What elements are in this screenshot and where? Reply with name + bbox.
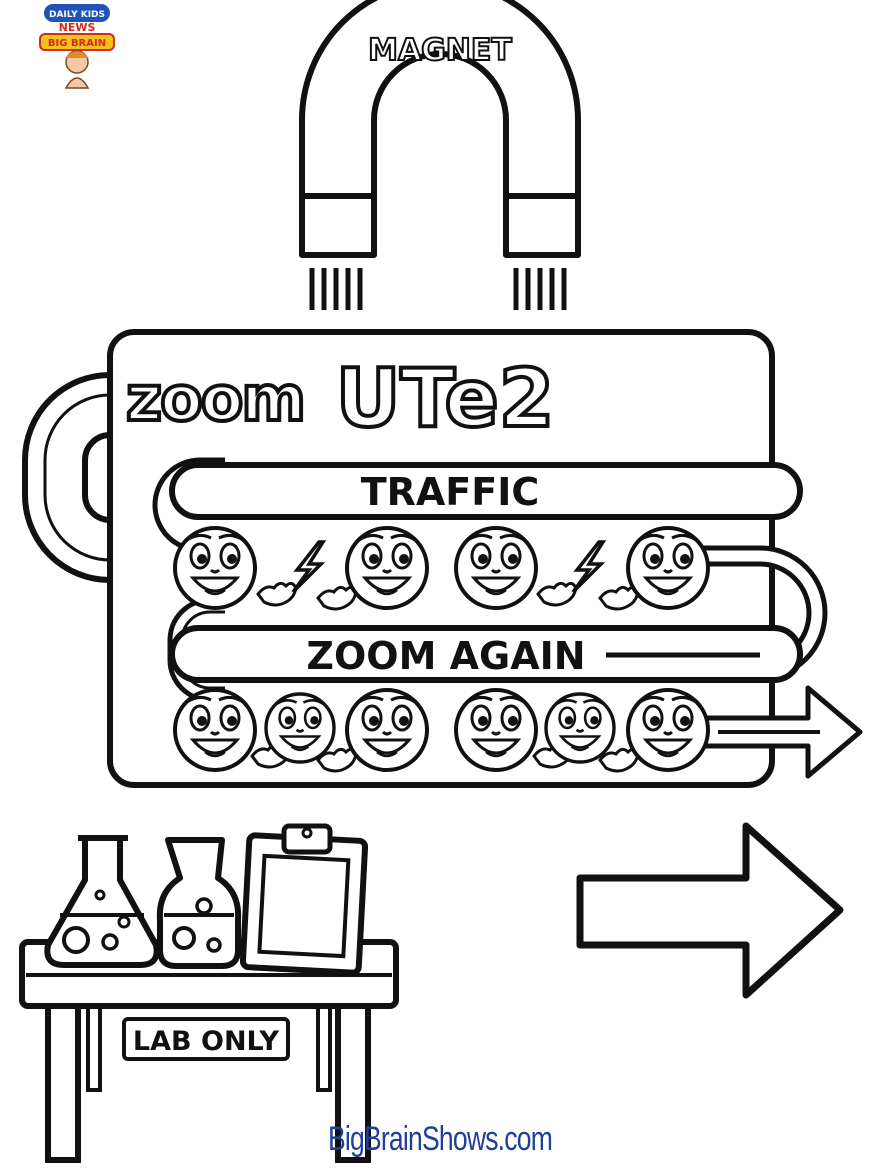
horseshoe-magnet: MAGNET <box>299 0 581 310</box>
round-bottle-flask-icon <box>156 837 242 969</box>
magnetic-field-lines-icon <box>309 268 567 310</box>
smiley-face-icon <box>454 688 538 772</box>
lane2-label: ZOOM AGAIN <box>306 634 585 678</box>
smiley-face-icon <box>626 688 710 772</box>
traffic-lane <box>169 462 803 520</box>
smiley-face-icon <box>544 692 616 764</box>
board-title-left: zoom <box>126 362 304 435</box>
brand-logo: DAILY KIDS NEWS BIG BRAIN <box>39 4 115 89</box>
smiley-face-icon <box>345 526 429 610</box>
footer-website-text: BigBrainShows.com <box>327 1120 553 1158</box>
logo-line3: BIG BRAIN <box>48 38 106 49</box>
lab-sign-text: LAB ONLY <box>133 1026 280 1057</box>
magnet-label: MAGNET <box>368 33 512 68</box>
smiley-face-icon <box>626 526 710 610</box>
logo-line1: DAILY KIDS <box>49 10 105 20</box>
big-right-arrow-icon <box>576 822 844 999</box>
erlenmeyer-flask-icon <box>44 835 160 968</box>
lane1-label: TRAFFIC <box>361 470 540 514</box>
smiley-face-icon <box>173 526 257 610</box>
mascot-body-icon <box>64 77 90 89</box>
logo-line2: NEWS <box>59 21 96 34</box>
smiley-face-icon <box>454 526 538 610</box>
board-title-right: UTe2 <box>336 352 555 445</box>
smiley-face-icon <box>345 688 429 772</box>
lab-only-sign <box>122 1017 290 1061</box>
smiley-face-icon <box>173 688 257 772</box>
clipboard-icon <box>239 823 369 976</box>
smiley-face-icon <box>264 692 336 764</box>
zoom-again-lane <box>169 625 803 683</box>
